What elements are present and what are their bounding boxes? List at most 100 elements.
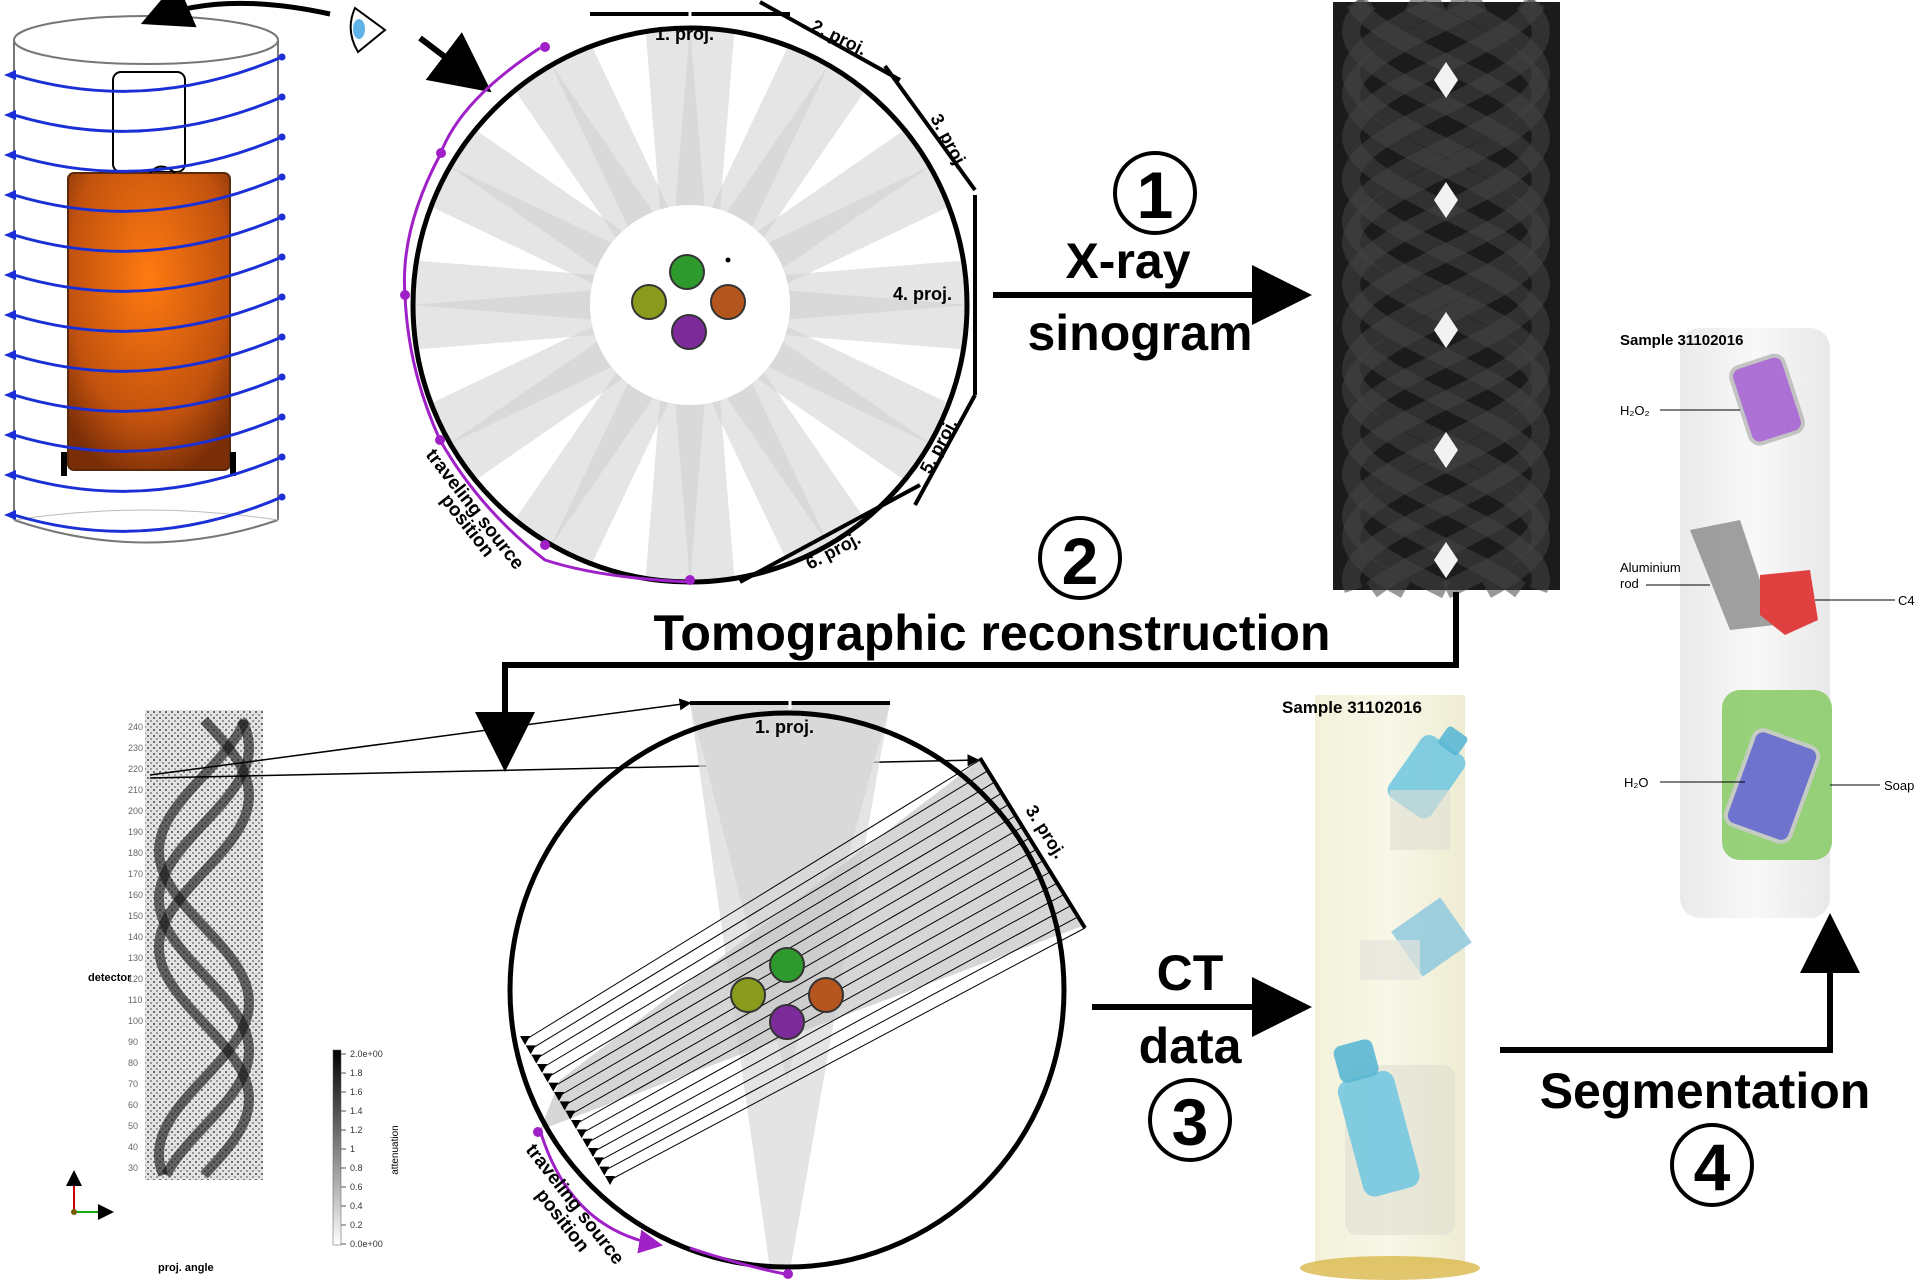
bottom-proj-1-label: 1. proj.	[755, 717, 814, 737]
plot-y-tick: 160	[128, 890, 143, 900]
bottom-green-ball	[769, 947, 805, 983]
bottom-olive-ball	[730, 977, 766, 1013]
plot-colorbar	[332, 1049, 342, 1246]
top-projection-diagram: 1. proj. 2. proj. 3. proj. 4. proj. 5. p…	[400, 0, 977, 586]
plot-y-tick: 80	[128, 1058, 138, 1068]
plot-y-tick: 120	[128, 974, 143, 984]
sinogram-plot: 2402302202102001901801701601501401301201…	[66, 698, 980, 1274]
step-1-badge	[1113, 151, 1197, 235]
bottom-gantry-circle	[507, 710, 1067, 1270]
plot-y-tick: 60	[128, 1100, 138, 1110]
step-4-number: 4	[1694, 1130, 1731, 1204]
coil-lines	[4, 53, 286, 533]
seg-c4	[1760, 570, 1818, 635]
step-4: Segmentation 4	[1500, 913, 1871, 1207]
seg-label-h2o: H₂O	[1624, 775, 1649, 790]
plot-colorbar-ticks: 2.0e+001.81.61.41.210.80.60.40.20.0e+00	[341, 1049, 383, 1249]
step-2: 2 Tomographic reconstruction	[475, 516, 1459, 772]
step-3-label-1: CT	[1157, 945, 1224, 1001]
top-proj-2-label: 2. proj.	[808, 16, 870, 60]
top-detectors	[590, 0, 977, 584]
step-1-label-2: sinogram	[1027, 305, 1252, 361]
plot-y-tick: 240	[128, 722, 143, 732]
eye-icon	[349, 6, 387, 54]
plot-y-tick: 220	[128, 764, 143, 774]
scanner-illustration	[4, 0, 492, 544]
seg-aluminium-rod	[1690, 520, 1775, 630]
seg-sample-title: Sample 31102016	[1620, 332, 1743, 349]
step-4-label: Segmentation	[1540, 1063, 1871, 1119]
segmentation-volume: Sample 31102016 H₂O₂ Aluminium rod C4 H₂…	[1620, 328, 1915, 918]
plot-y-ticks: 2402302202102001901801701601501401301201…	[128, 722, 143, 1173]
green-ball	[669, 254, 705, 290]
bottom-reconstruction-diagram: 1. proj. 3. proj. traveling source posit…	[507, 697, 1087, 1279]
brown-ball	[710, 284, 746, 320]
plot-y-tick: 180	[128, 848, 143, 858]
seg-label-aluminium-2: rod	[1620, 576, 1639, 591]
plot-y-tick: 70	[128, 1079, 138, 1089]
step-3-label-2: data	[1139, 1018, 1243, 1074]
step-4-badge	[1670, 1123, 1754, 1207]
bottom-detector-3	[978, 756, 1087, 930]
plot-y-tick: 230	[128, 743, 143, 753]
ct-volume: Sample 31102016	[1282, 695, 1480, 1280]
step-2-label: Tomographic reconstruction	[654, 605, 1331, 661]
top-proj-1-label: 1. proj.	[655, 24, 714, 44]
step-3-number: 3	[1172, 1085, 1209, 1159]
bottom-purple-ball	[769, 1004, 805, 1040]
seg-label-aluminium-1: Aluminium	[1620, 560, 1681, 575]
top-source-path	[402, 46, 691, 584]
step-2-arrow	[475, 592, 1459, 772]
plot-colorbar-tick: 1.2	[350, 1125, 363, 1135]
bottom-brown-ball	[808, 977, 844, 1013]
top-source-dots	[400, 42, 695, 585]
purple-ball	[671, 314, 707, 350]
seg-label-soap: Soap	[1884, 778, 1914, 793]
seg-label-h2o2: H₂O₂	[1620, 403, 1650, 418]
plot-colorbar-tick: 1	[350, 1144, 355, 1154]
step-1-label-1: X-ray	[1065, 233, 1190, 289]
plot-y-tick: 140	[128, 932, 143, 942]
step-3: CT data 3	[1092, 945, 1312, 1162]
step-1: 1 X-ray sinogram	[993, 151, 1312, 361]
sinogram-image	[1333, 0, 1560, 599]
plot-y-tick: 30	[128, 1163, 138, 1173]
top-object-region	[590, 205, 790, 405]
ct-bottle-bottom	[1333, 1039, 1420, 1197]
plot-y-tick: 200	[128, 806, 143, 816]
plot-y-tick: 130	[128, 953, 143, 963]
plot-y-tick: 50	[128, 1121, 138, 1131]
plot-colorbar-tick: 1.6	[350, 1087, 363, 1097]
plot-y-tick: 40	[128, 1142, 138, 1152]
step-4-arrow	[1500, 913, 1860, 1053]
plot-colorbar-tick: 2.0e+00	[350, 1049, 383, 1059]
plot-ylabel: detector	[88, 972, 132, 984]
seg-label-c4: C4	[1898, 593, 1915, 608]
plot-colorbar-tick: 0.6	[350, 1182, 363, 1192]
plot-y-tick: 210	[128, 785, 143, 795]
step-2-badge	[1038, 516, 1122, 600]
plot-colorbar-tick: 0.2	[350, 1220, 363, 1230]
ct-sample-title: Sample 31102016	[1282, 698, 1422, 717]
plot-colorbar-tick: 0.4	[350, 1201, 363, 1211]
plot-link-ray-1	[149, 698, 692, 776]
plot-colorbar-tick: 0.0e+00	[350, 1239, 383, 1249]
top-proj-3-label: 3. proj.	[926, 110, 971, 171]
plot-colorbar-title: attenuation	[390, 1125, 401, 1175]
plot-y-tick: 100	[128, 1016, 143, 1026]
plot-xlabel: proj. angle	[158, 1262, 214, 1274]
plot-colorbar-tick: 1.8	[350, 1068, 363, 1078]
bottom-source-path	[538, 1129, 663, 1254]
step-3-badge	[1148, 1078, 1232, 1162]
step-1-number: 1	[1137, 158, 1174, 232]
plot-y-tick: 110	[128, 995, 142, 1005]
seg-h2o	[1723, 728, 1821, 844]
step-2-number: 2	[1062, 524, 1099, 598]
suitcase-icon	[67, 172, 231, 471]
pointer-arrow	[418, 32, 492, 93]
seg-h2o2	[1729, 353, 1805, 446]
plot-y-tick: 190	[128, 827, 143, 837]
plot-y-tick: 150	[128, 911, 143, 921]
